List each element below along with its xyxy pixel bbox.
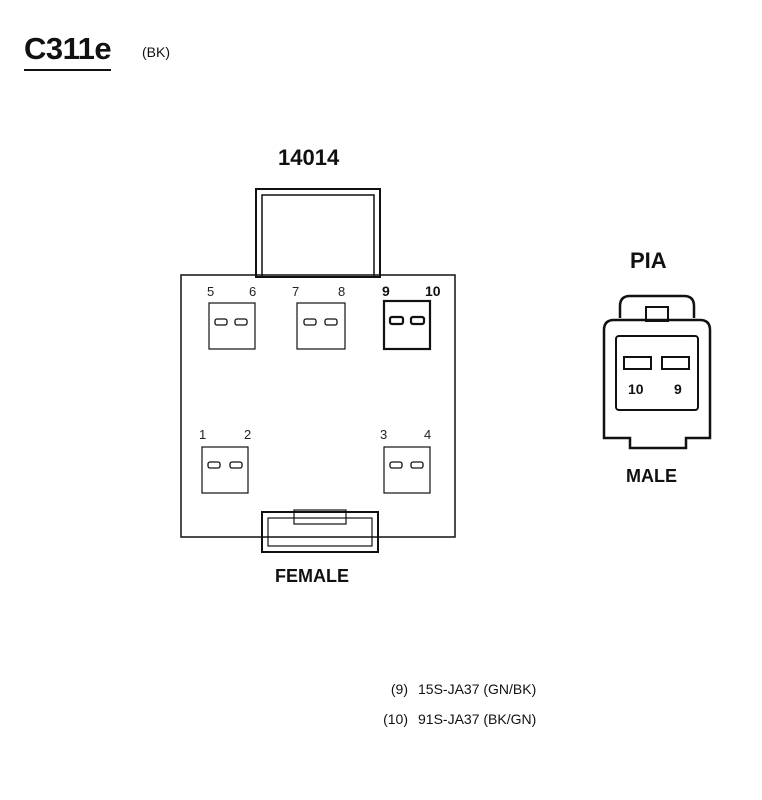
pin-label-7: 7 <box>292 284 300 299</box>
pin-label-4: 4 <box>424 427 432 442</box>
terminal-7 <box>303 318 317 326</box>
cavity-9-10 <box>382 299 432 351</box>
pin-label-9: 9 <box>382 283 390 299</box>
connector-id: C311e <box>24 32 112 71</box>
circuit-id: 15S-JA37 (GN/BK) <box>418 681 537 697</box>
female-bottom-latch-tab <box>293 509 347 525</box>
connector-color: (BK) <box>142 44 170 60</box>
terminal-8 <box>324 318 338 326</box>
pia-label: PIA <box>630 248 667 273</box>
cavity-3-4 <box>383 446 431 494</box>
circuit-row: (9) 15S-JA37 (GN/BK) <box>370 681 536 697</box>
female-top-latch-inner <box>261 194 375 278</box>
cavity-1-2 <box>201 446 249 494</box>
cavity-5-6 <box>208 302 256 350</box>
circuit-row: (10) 91S-JA37 (BK/GN) <box>370 711 536 727</box>
circuit-pin: (9) <box>390 681 408 697</box>
cavity-7-8 <box>296 302 346 350</box>
female-bottom-latch <box>261 511 379 553</box>
pin-label-10: 10 <box>425 283 441 299</box>
male-inner-face <box>615 335 699 411</box>
female-top-latch <box>255 188 381 278</box>
terminal-10 <box>409 315 426 326</box>
male-latch <box>618 294 696 318</box>
female-bottom-latch-inner <box>267 517 373 547</box>
pin-label-3: 3 <box>380 427 388 442</box>
terminal-2 <box>229 461 243 469</box>
circuit-pin: (10) <box>383 711 408 727</box>
female-connector-body <box>180 274 456 538</box>
male-pin-label-10: 10 <box>628 381 644 397</box>
pin-label-6: 6 <box>249 284 257 299</box>
terminal-6 <box>234 318 248 326</box>
terminal-3 <box>389 461 403 469</box>
male-connector-body <box>602 318 712 450</box>
male-label: MALE <box>626 466 677 486</box>
pin-label-1: 1 <box>199 427 207 442</box>
terminal-5 <box>214 318 228 326</box>
male-terminal-9 <box>661 356 690 370</box>
terminal-1 <box>207 461 221 469</box>
pin-label-8: 8 <box>338 284 346 299</box>
female-label: FEMALE <box>275 566 349 586</box>
male-pin-label-9: 9 <box>674 381 682 397</box>
pin-label-2: 2 <box>244 427 252 442</box>
part-number: 14014 <box>278 145 340 170</box>
pin-label-5: 5 <box>207 284 215 299</box>
terminal-9 <box>388 315 405 326</box>
circuit-id: 91S-JA37 (BK/GN) <box>418 711 537 727</box>
male-terminal-10 <box>623 356 652 370</box>
terminal-4 <box>410 461 424 469</box>
